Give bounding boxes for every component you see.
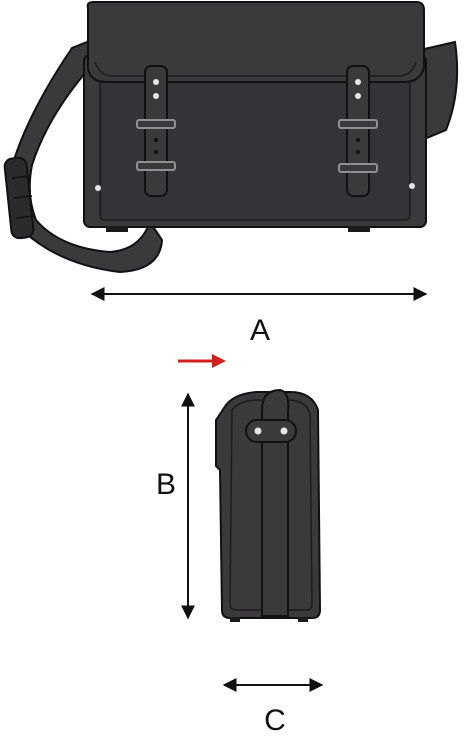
shoulder-strap-right [418, 40, 459, 142]
bag-side-view [215, 388, 322, 622]
dimension-label-b: B [156, 468, 176, 501]
buckle-strap-left [136, 65, 176, 197]
strap-tab [245, 419, 297, 443]
rivet [409, 183, 415, 189]
buckle-strap-right [338, 65, 378, 197]
bag-front-view [3, 1, 459, 274]
bag-flap [86, 1, 425, 83]
side-strap [261, 388, 290, 617]
dimension-label-a: A [250, 314, 270, 347]
dimension-label-c: C [264, 704, 286, 736]
view-direction-arrow [178, 354, 226, 368]
rivet [95, 185, 101, 191]
